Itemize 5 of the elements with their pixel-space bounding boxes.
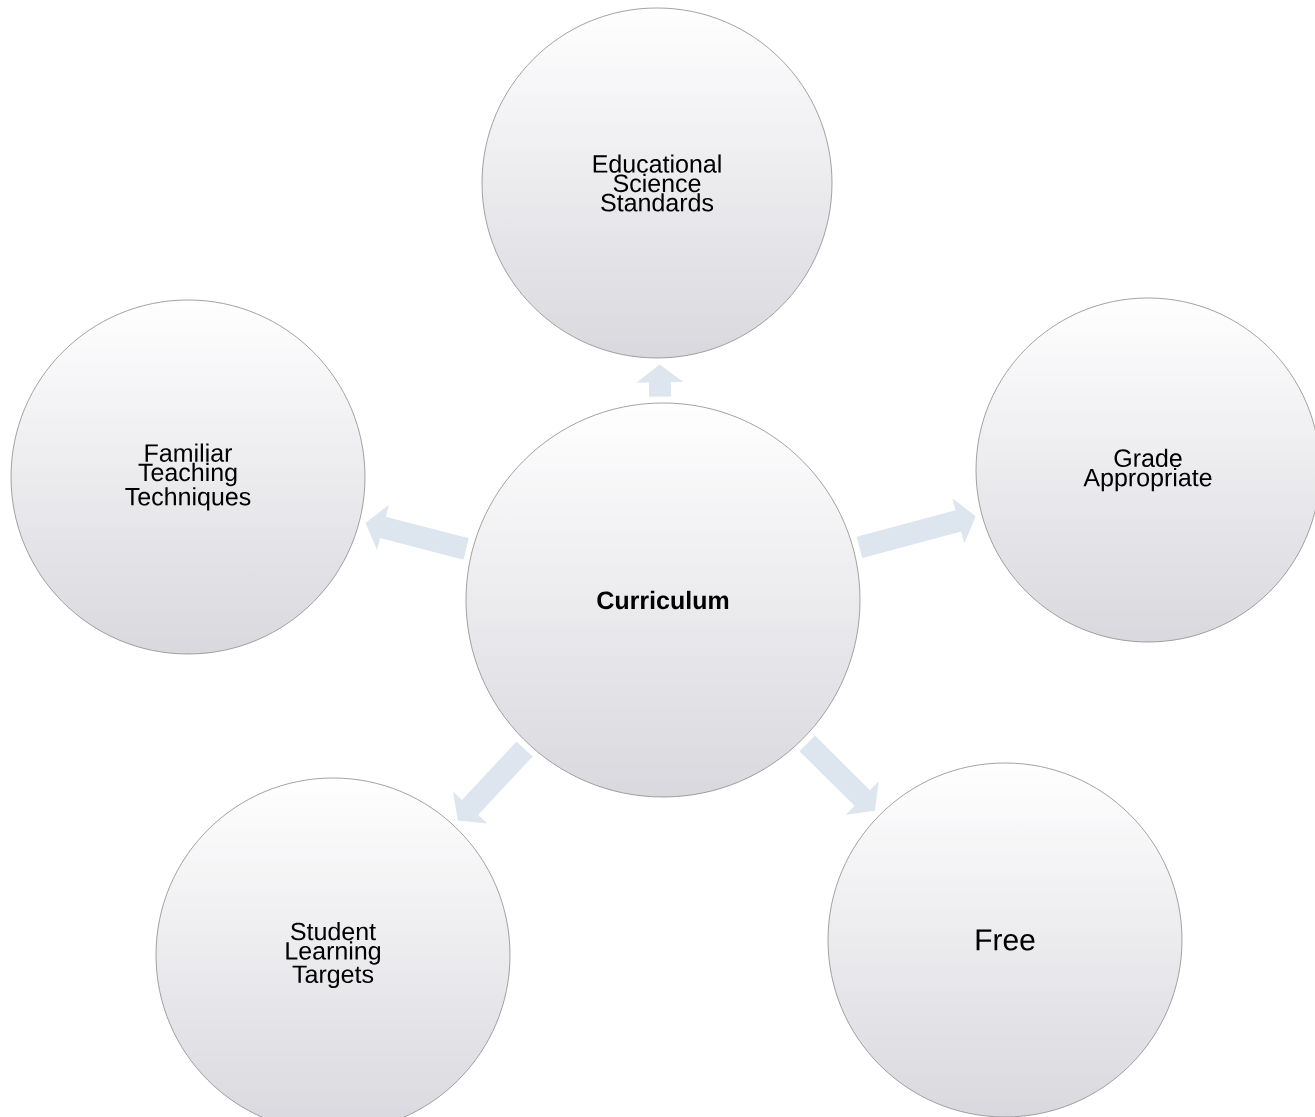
circle-node: Familiar Teaching Techniques xyxy=(10,299,366,655)
circle-node: Educational Science Standards xyxy=(481,7,833,359)
block-arrow xyxy=(856,498,976,558)
circle-node: Free xyxy=(827,762,1183,1117)
circle-node: Curriculum xyxy=(465,402,861,798)
